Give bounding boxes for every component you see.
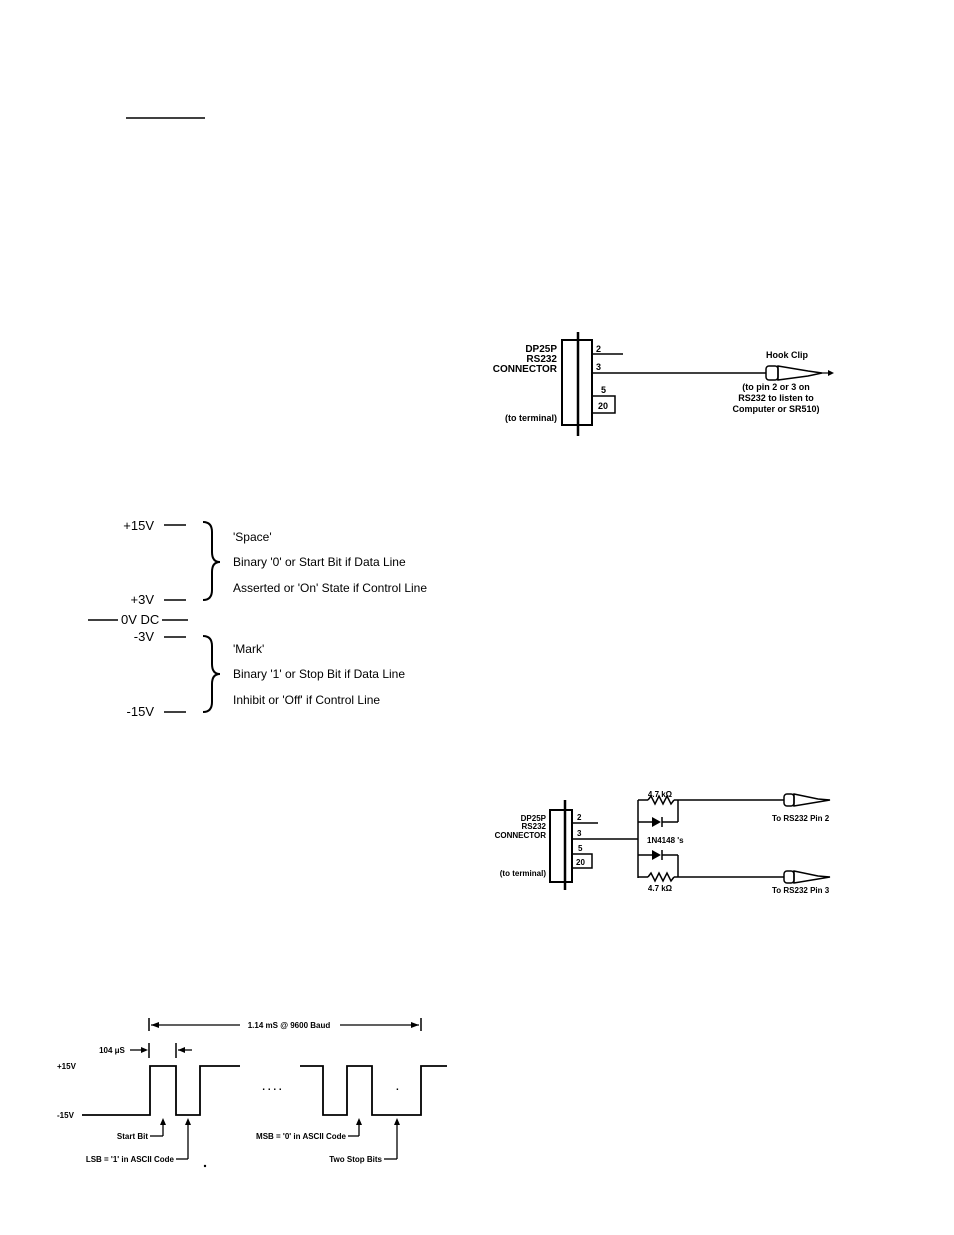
- mark-title: 'Mark': [233, 642, 264, 656]
- level-minus3-label: -3V: [134, 629, 155, 644]
- d2-clip-pin3-icon: [783, 870, 831, 884]
- d2-resistor-bottom: [647, 871, 675, 883]
- d1-note-line-1: (to pin 2 or 3 on: [742, 382, 810, 392]
- level-zero-label: 0V DC: [121, 612, 159, 627]
- high-level-label: +15V: [57, 1062, 77, 1071]
- d2-connector-label-3: CONNECTOR: [495, 831, 547, 840]
- d2-pin-5-label: 5: [578, 844, 583, 853]
- space-title: 'Space': [233, 530, 272, 544]
- d2-to-pin3-label: To RS232 Pin 3: [772, 886, 830, 895]
- mark-line-2: Inhibit or 'Off' if Control Line: [233, 693, 380, 707]
- start-bit-label: Start Bit: [117, 1132, 148, 1141]
- low-level-label: -15V: [57, 1111, 75, 1120]
- waveform-dot-single: .: [396, 1082, 399, 1093]
- d2-resistor-top: [647, 794, 675, 806]
- space-line-2: Asserted or 'On' State if Control Line: [233, 581, 427, 595]
- rs232-listen-diagram: DP25P RS232 CONNECTOR (to terminal) 2 3 …: [493, 332, 834, 436]
- waveform-end: [300, 1065, 447, 1116]
- d1-connector-label-1: DP25P: [525, 344, 557, 355]
- d1-pin-20-label: 20: [598, 401, 608, 411]
- d1-pin-3-label: 3: [596, 362, 601, 372]
- space-brace: [202, 521, 221, 601]
- d2-connector-label-2: RS232: [522, 822, 547, 831]
- d1-connector-label-2: RS232: [526, 354, 557, 365]
- voltage-levels-diagram: +15V +3V 0V DC -3V -15V 'Space' Binary '…: [88, 518, 427, 719]
- d2-to-terminal: (to terminal): [500, 869, 547, 878]
- waveform-dots: . . . .: [262, 1082, 282, 1093]
- d2-to-pin2-label: To RS232 Pin 2: [772, 814, 830, 823]
- d2-pin-20-label: 20: [576, 858, 585, 867]
- msb-label: MSB = '0' in ASCII Code: [256, 1132, 347, 1141]
- d1-to-terminal: (to terminal): [505, 413, 557, 423]
- d2-pin-2-label: 2: [577, 813, 582, 822]
- waveform-start: [82, 1065, 240, 1116]
- d1-hook-clip-icon: [765, 365, 834, 381]
- d2-clip-pin2-icon: [783, 793, 831, 807]
- d2-connector-body: [549, 809, 573, 883]
- d2-resistor-top-label: 4.7 kΩ: [648, 790, 673, 799]
- stop-bits-label: Two Stop Bits: [329, 1155, 382, 1164]
- space-line-1: Binary '0' or Start Bit if Data Line: [233, 555, 406, 569]
- d1-pin-5-label: 5: [601, 385, 606, 395]
- d2-diode-label: 1N4148 's: [647, 836, 684, 845]
- stray-dot: [203, 1164, 207, 1168]
- d2-diode-bottom: [652, 850, 663, 860]
- d2-resistor-bottom-label: 4.7 kΩ: [648, 884, 673, 893]
- d1-pin-5-20-box: [591, 395, 616, 414]
- d2-connector-label-1: DP25P: [521, 814, 547, 823]
- d2-pin-3-label: 3: [577, 829, 582, 838]
- mark-line-1: Binary '1' or Stop Bit if Data Line: [233, 667, 405, 681]
- d2-diode-top: [652, 817, 663, 827]
- rs232-dual-monitor-diagram: DP25P RS232 CONNECTOR (to terminal) 2 3 …: [495, 790, 831, 895]
- mark-brace: [202, 635, 221, 713]
- d2-pin-5-20-box: [571, 853, 593, 869]
- d1-connector-label-3: CONNECTOR: [493, 364, 558, 375]
- bit-time-label: 104 μS: [99, 1046, 125, 1055]
- d1-note-line-3: Computer or SR510): [732, 404, 819, 414]
- d1-note-line-2: RS232 to listen to: [738, 393, 814, 403]
- level-plus15-label: +15V: [123, 518, 154, 533]
- level-minus15-label: -15V: [127, 704, 155, 719]
- d1-hook-clip-label: Hook Clip: [766, 350, 809, 360]
- lsb-label: LSB = '1' in ASCII Code: [86, 1155, 175, 1164]
- duration-label: 1.14 mS @ 9600 Baud: [248, 1021, 331, 1030]
- level-plus3-label: +3V: [131, 592, 155, 607]
- d1-pin-2-label: 2: [596, 344, 601, 354]
- timing-diagram: 1.14 mS @ 9600 Baud 104 μS +15V -15V . .…: [57, 1018, 447, 1168]
